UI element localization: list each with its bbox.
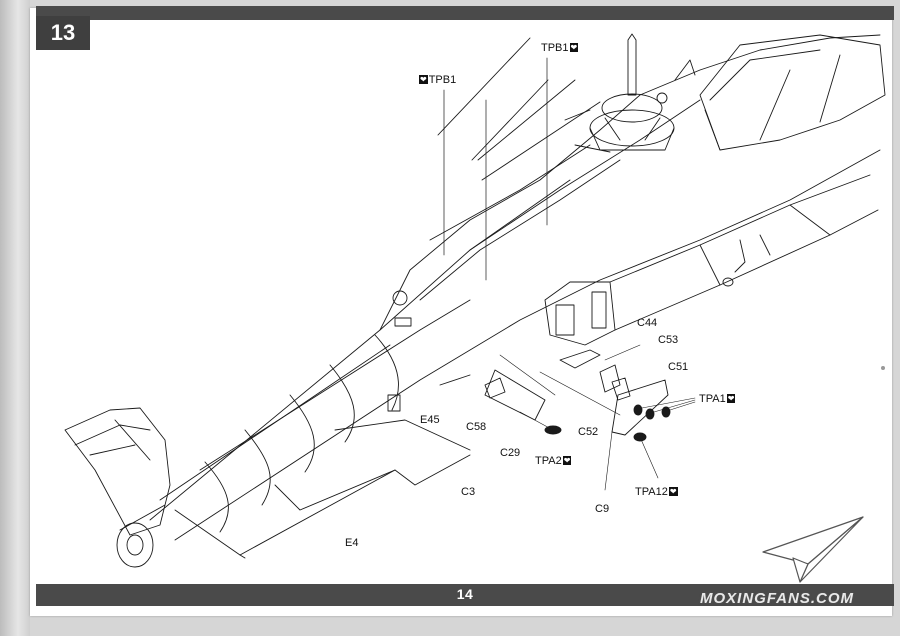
manual-page (30, 8, 892, 616)
part-label-c52: C52 (578, 426, 599, 438)
part-label-tpa12: TPA12❤ (635, 486, 678, 498)
top-band (36, 6, 894, 20)
part-label-c9: C9 (595, 503, 610, 515)
paper-plane-logo-icon (762, 516, 864, 583)
registration-dot (881, 366, 885, 370)
part-label-c3: C3 (461, 486, 476, 498)
part-label-e45: E45 (420, 414, 440, 426)
part-label-c58: C58 (466, 421, 487, 433)
part-label-c53: C53 (658, 334, 679, 346)
part-label-tpb1: TPB1❤ (541, 42, 579, 54)
step-number-badge: 13 (36, 16, 90, 50)
step-number: 13 (50, 20, 76, 45)
part-label-tpa2: TPA2❤ (535, 455, 572, 467)
bottom-band: 14 (36, 584, 894, 606)
heart-icon: ❤ (562, 456, 572, 465)
part-label-tpa1: TPA1❤ (699, 393, 736, 405)
part-label-c44: C44 (637, 317, 658, 329)
heart-icon: ❤ (668, 487, 678, 496)
heart-icon: ❤ (419, 75, 428, 84)
heart-icon: ❤ (726, 394, 736, 403)
part-label-tpb1: ❤TPB1 (419, 74, 457, 86)
watermark: MOXINGFANS.COM (700, 590, 855, 607)
part-label-c29: C29 (500, 447, 521, 459)
page-number: 14 (456, 586, 474, 602)
heart-icon: ❤ (569, 43, 579, 52)
part-label-c51: C51 (668, 361, 689, 373)
part-label-e4: E4 (345, 537, 359, 549)
book-spine (0, 0, 30, 636)
